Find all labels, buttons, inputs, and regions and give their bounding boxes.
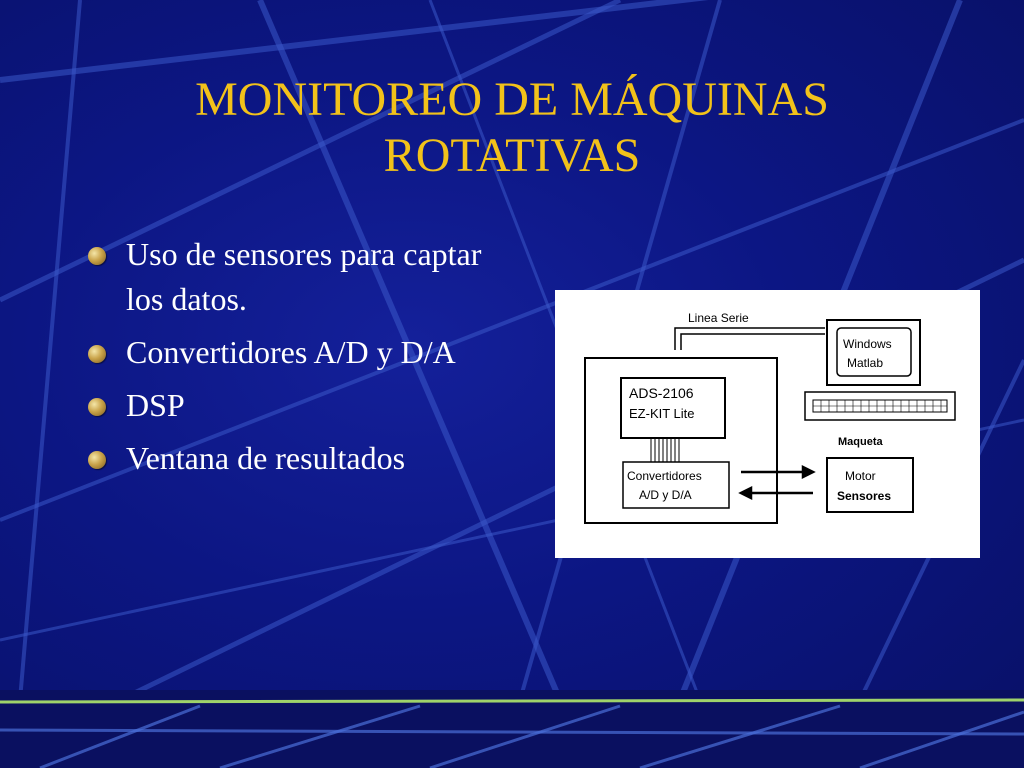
pc-os-label: Windows (843, 337, 892, 351)
title-line-2: ROTATIVAS (383, 129, 641, 182)
bullet-icon (88, 451, 106, 469)
motor-label: Motor (845, 469, 876, 483)
motor-sensors-box (826, 457, 914, 513)
bullet-text: Uso de sensores para captar los datos. (126, 236, 482, 317)
footer-decoration (0, 690, 1024, 768)
converters-type: A/D y D/A (639, 488, 692, 502)
ribbon-cable (650, 438, 680, 462)
bullet-item: Convertidores A/D y D/A (86, 330, 486, 375)
bullet-text: Convertidores A/D y D/A (126, 334, 456, 370)
bullet-icon (88, 345, 106, 363)
serial-line-inner (680, 333, 825, 350)
pc-screen (836, 327, 912, 377)
bullet-icon (88, 247, 106, 265)
system-diagram-svg: Linea Serie ADS-2106 EZ-KIT Lite Convert… (584, 311, 956, 524)
bullet-text: DSP (126, 387, 185, 423)
maqueta-label: Maqueta (838, 436, 884, 448)
slide-title: MONITOREO DE MÁQUINAS ROTATIVAS (100, 72, 924, 184)
signal-arrows (738, 464, 816, 501)
keyboard-key-grid (813, 400, 947, 412)
serial-line (674, 327, 825, 350)
bullet-text: Ventana de resultados (126, 440, 406, 476)
pc-app-label: Matlab (847, 356, 883, 370)
dsp-enclosure (584, 357, 778, 524)
converters-label: Convertidores (627, 469, 702, 483)
bullet-item: Ventana de resultados (86, 436, 486, 481)
bullet-item: Uso de sensores para captar los datos. (86, 232, 486, 322)
title-line-1: MONITOREO DE MÁQUINAS (195, 73, 829, 126)
serial-line-label: Linea Serie (688, 311, 749, 325)
bullet-list: Uso de sensores para captar los datos. C… (86, 232, 486, 489)
converters-box (622, 461, 730, 509)
bullet-icon (88, 398, 106, 416)
sensors-label: Sensores (837, 489, 891, 503)
dsp-board-kit: EZ-KIT Lite (629, 406, 695, 421)
dsp-board-box (620, 377, 726, 439)
system-diagram: Linea Serie ADS-2106 EZ-KIT Lite Convert… (555, 290, 980, 558)
bullet-item: DSP (86, 383, 486, 428)
dsp-board-name: ADS-2106 (629, 385, 694, 401)
